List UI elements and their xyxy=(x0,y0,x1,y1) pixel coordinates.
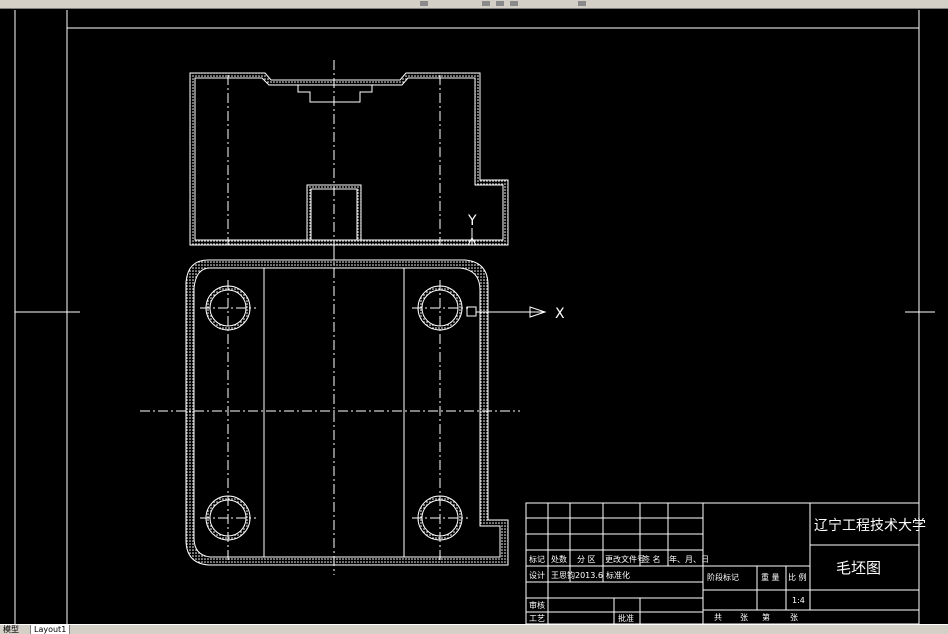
weight-label: 重 量 xyxy=(761,572,780,582)
plan-view xyxy=(185,259,509,566)
ucs-icon-y xyxy=(467,228,477,246)
y-axis-label: Y xyxy=(467,213,477,229)
review-label: 审核 xyxy=(529,600,545,610)
header-zone: 分 区 xyxy=(577,555,596,564)
toolbar-button[interactable] xyxy=(496,1,504,6)
front-view xyxy=(189,60,509,250)
sheets-total-label: 共 xyxy=(714,613,722,622)
header-date: 年、月、日 xyxy=(669,554,709,564)
designer-name: 王思钧 xyxy=(551,570,575,580)
header-sign: 签 名 xyxy=(642,554,661,564)
standardization-label: 标准化 xyxy=(606,570,630,580)
centre-lines xyxy=(140,250,520,575)
scale-value: 1:4 xyxy=(792,596,805,605)
tab-model[interactable]: 模型 xyxy=(3,625,19,634)
toolbar-button[interactable] xyxy=(578,1,586,6)
scale-label: 比 例 xyxy=(788,572,807,582)
header-count: 处数 xyxy=(551,554,567,564)
title-block xyxy=(525,502,920,625)
x-axis-label: X xyxy=(555,306,565,322)
sheet-unit-label: 张 xyxy=(790,613,798,622)
header-change: 更改文件号 xyxy=(605,554,645,564)
stage-mark-label: 阶段标记 xyxy=(707,572,739,582)
sheet-number-label: 第 xyxy=(762,612,770,622)
tab-layout1[interactable]: Layout1 xyxy=(30,625,71,634)
toolbar-button[interactable] xyxy=(420,1,428,6)
title-block-text: 辽宁工程技术大学 毛坯图 标记 处数 分 区 更改文件号 签 名 年、月、日 设… xyxy=(529,517,926,623)
header-mark: 标记 xyxy=(529,554,545,564)
school-name: 辽宁工程技术大学 xyxy=(814,517,926,534)
ucs-icon-x xyxy=(466,306,547,318)
design-label: 设计 xyxy=(529,570,545,580)
drawing-name: 毛坯图 xyxy=(836,559,881,577)
top-toolbar xyxy=(0,0,948,9)
drawing-canvas[interactable]: Y X xyxy=(0,9,948,625)
toolbar-button[interactable] xyxy=(510,1,518,6)
process-label: 工艺 xyxy=(529,614,545,623)
design-date: 2013.6 xyxy=(575,571,603,580)
toolbar-button[interactable] xyxy=(482,1,490,6)
layout-tab-bar: 模型 Layout1 xyxy=(0,624,948,634)
approve-label: 批准 xyxy=(618,613,634,623)
sheets-unit-label: 张 xyxy=(740,613,748,622)
drawing-frame xyxy=(14,10,935,624)
